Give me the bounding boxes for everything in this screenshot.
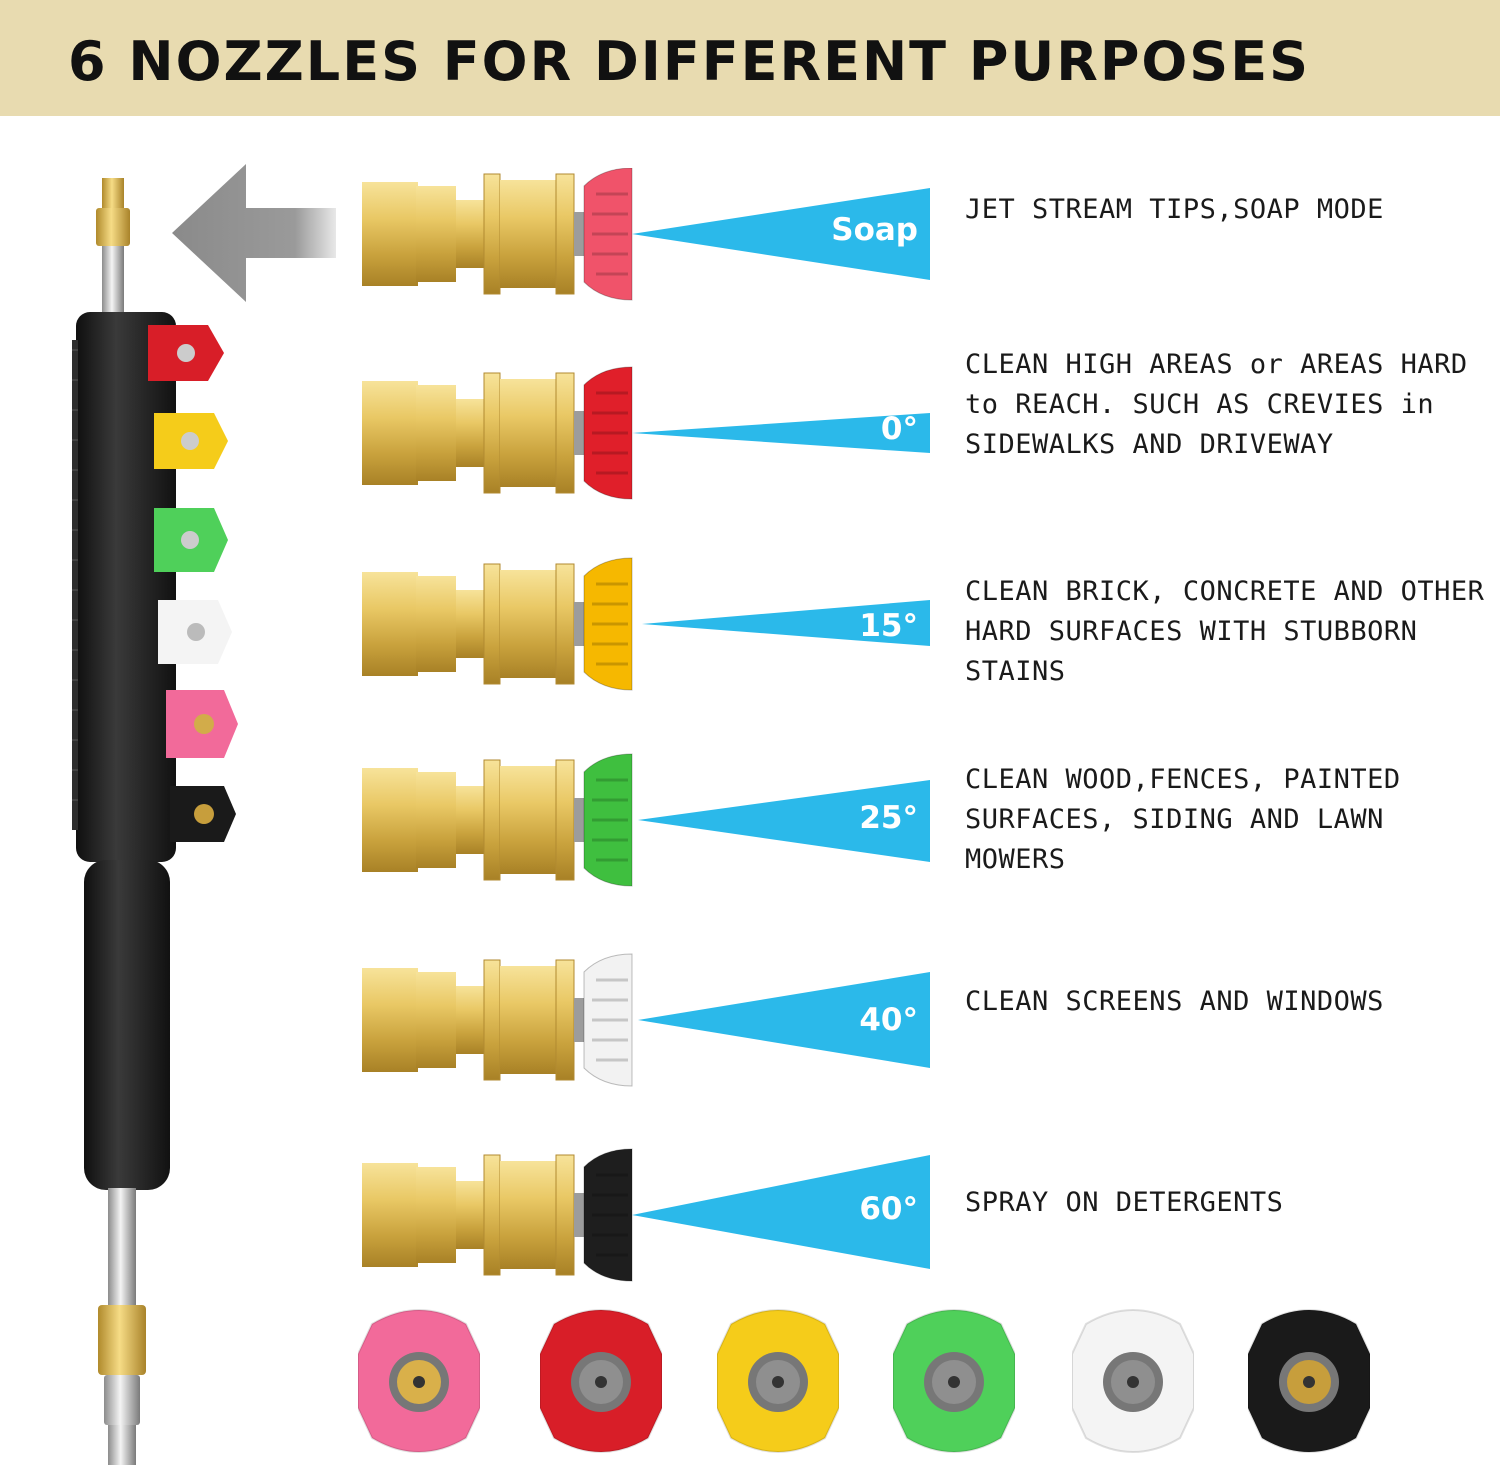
- quick-connector-image: [362, 1148, 930, 1282]
- spray-angle-label: 60°: [859, 1191, 918, 1227]
- arrow-left-icon: [172, 164, 336, 302]
- page-title: 6 NOZZLES FOR DIFFERENT PURPOSES: [68, 30, 1310, 93]
- nozzle-row: 40° CLEAN SCREENS AND WINDOWS: [360, 940, 1500, 1090]
- spray-fan: [632, 413, 930, 453]
- nozzle-row: 60° SPRAY ON DETERGENTS: [360, 1135, 1500, 1285]
- nozzle-tip-image: [717, 1309, 839, 1453]
- nozzle-description: CLEAN HIGH AREAS or AREAS HARD to REACH.…: [965, 349, 1468, 460]
- spray-wand-image: [72, 178, 238, 1465]
- header-banner: 6 NOZZLES FOR DIFFERENT PURPOSES: [0, 0, 1500, 116]
- nozzle-tip-image: [540, 1309, 662, 1453]
- quick-connector-image: [362, 366, 930, 500]
- spray-fan: [632, 1155, 930, 1269]
- spray-angle-label: 25°: [859, 800, 918, 836]
- nozzle-row: 0° CLEAN HIGH AREAS or AREAS HARD to REAC…: [360, 349, 1500, 505]
- spray-angle-label: 0°: [880, 411, 918, 447]
- nozzle-row: Soap JET STREAM TIPS,SOAP MODE: [360, 168, 1500, 318]
- nozzle-description: JET STREAM TIPS,SOAP MODE: [965, 194, 1384, 225]
- nozzle-description: SPRAY ON DETERGENTS: [965, 1187, 1284, 1218]
- nozzle-description: CLEAN SCREENS AND WINDOWS: [965, 986, 1384, 1017]
- spray-fan: [638, 780, 930, 862]
- nozzle-description: CLEAN BRICK, CONCRETE AND OTHER HARD SUR…: [965, 576, 1485, 687]
- quick-connector-image: [362, 168, 930, 301]
- nozzle-row: 15° CLEAN BRICK, CONCRETE AND OTHER HARD …: [360, 548, 1500, 698]
- spray-fan: [642, 600, 930, 646]
- nozzle-tip-image: [1248, 1309, 1370, 1453]
- nozzle-row: 25° CLEAN WOOD,FENCES, PAINTED SURFACES, …: [360, 742, 1500, 892]
- nozzle-description: CLEAN WOOD,FENCES, PAINTED SURFACES, SID…: [965, 764, 1401, 875]
- nozzle-tip-image: [358, 1309, 480, 1453]
- spray-angle-label: 15°: [859, 608, 918, 644]
- quick-connector-image: [362, 753, 930, 887]
- nozzle-tip-image: [1072, 1309, 1194, 1453]
- spray-fan: [632, 188, 930, 280]
- nozzle-tip-image: [893, 1309, 1015, 1453]
- spray-angle-label: Soap: [831, 212, 918, 248]
- quick-connector-image: [362, 953, 930, 1087]
- quick-connector-image: [362, 557, 930, 691]
- spray-angle-label: 40°: [859, 1002, 918, 1038]
- spray-fan: [638, 972, 930, 1068]
